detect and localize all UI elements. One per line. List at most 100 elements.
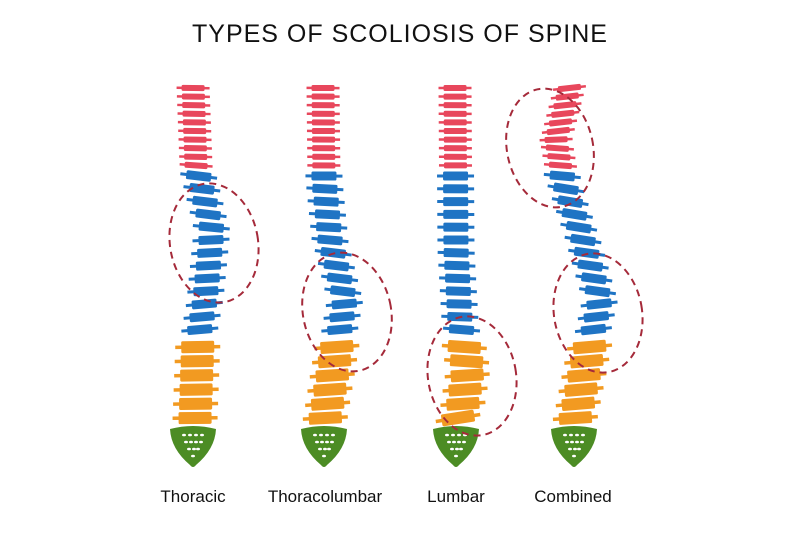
lumbar-vertebra: [552, 411, 598, 425]
thoracic-vertebra: [564, 233, 602, 247]
thoracic-vertebra: [191, 247, 229, 258]
cervical-vertebra: [177, 119, 211, 126]
cervical-vertebra: [306, 102, 340, 109]
cervical-vertebra: [552, 83, 587, 93]
cervical-vertebra: [541, 126, 575, 136]
thoracic-vertebra: [188, 273, 226, 284]
lumbar-vertebra: [302, 411, 348, 425]
thoracic-vertebra: [543, 170, 581, 182]
lumbar-vertebra: [174, 369, 220, 382]
thoracic-vertebra: [323, 311, 361, 323]
thoracic-vertebra: [192, 221, 230, 233]
lumbar-vertebra: [444, 354, 490, 369]
thoracic-vertebra: [437, 209, 475, 219]
thoracic-vertebra: [189, 260, 227, 271]
cervical-vertebra: [177, 102, 211, 109]
spine-thoracic: [168, 84, 260, 467]
curve-outline: [505, 87, 595, 209]
spine-label-lumbar: Lumbar: [427, 487, 485, 506]
cervical-vertebra: [306, 119, 340, 126]
thoracic-vertebra: [560, 220, 598, 234]
cervical-vertebra: [438, 153, 472, 160]
spine-lumbar: [426, 84, 518, 467]
thoracic-vertebra: [321, 324, 359, 336]
cervical-vertebra: [177, 110, 211, 117]
cervical-vertebra: [178, 127, 212, 135]
thoracic-vertebra: [571, 259, 609, 272]
lumbar-vertebra: [172, 411, 218, 425]
lumbar-vertebra: [173, 383, 219, 396]
cervical-vertebra: [179, 153, 213, 160]
thoracic-vertebra: [311, 234, 349, 246]
lumbar-vertebra: [314, 339, 360, 355]
thoracic-vertebra: [440, 299, 478, 309]
cervical-vertebra: [550, 92, 584, 101]
diagram-title: TYPES OF SCOLIOSIS OF SPINE: [192, 20, 608, 48]
thoracic-vertebra: [437, 235, 475, 245]
thoracic-vertebra: [308, 209, 346, 220]
cervical-vertebra: [306, 93, 340, 100]
lumbar-vertebra: [305, 396, 351, 411]
thoracic-vertebra: [324, 285, 362, 298]
lumbar-vertebra: [441, 340, 487, 354]
thoracic-vertebra: [317, 259, 355, 272]
cervical-vertebra: [307, 153, 341, 160]
thoracic-vertebra: [574, 323, 612, 336]
cervical-vertebra: [178, 136, 212, 143]
cervical-vertebra: [438, 110, 472, 117]
thoracic-vertebra: [555, 208, 593, 221]
thoracic-vertebra: [186, 195, 224, 208]
curve-outline: [301, 251, 393, 373]
lumbar-vertebra: [558, 382, 604, 397]
curve-outline: [168, 182, 260, 304]
lumbar-vertebra: [307, 382, 353, 397]
sacrum: [551, 426, 597, 467]
lumbar-vertebra: [564, 353, 610, 369]
spine-label-thoracic: Thoracic: [160, 487, 226, 506]
lumbar-vertebra: [309, 368, 355, 383]
thoracic-vertebra: [439, 286, 477, 297]
thoracic-vertebra: [181, 324, 219, 336]
cervical-vertebra: [438, 102, 472, 109]
thoracic-vertebra: [180, 170, 218, 182]
cervical-vertebra: [307, 136, 341, 143]
lumbar-vertebra: [175, 340, 221, 354]
lumbar-vertebra: [444, 368, 490, 383]
lumbar-vertebra: [442, 382, 488, 397]
thoracic-vertebra: [437, 184, 475, 194]
cervical-vertebra: [438, 136, 472, 143]
cervical-vertebra: [438, 84, 472, 92]
cervical-vertebra: [178, 145, 212, 152]
sacrum: [170, 426, 216, 467]
cervical-vertebra: [544, 118, 578, 127]
spine-thoracolumbar: [301, 84, 393, 467]
lumbar-vertebra: [174, 354, 220, 368]
thoracic-vertebra: [192, 234, 230, 246]
thoracic-vertebra: [437, 222, 475, 232]
cervical-vertebra: [438, 93, 472, 100]
thoracic-vertebra: [189, 208, 227, 221]
thoracic-vertebra: [310, 222, 348, 233]
thoracic-vertebra: [183, 311, 221, 323]
thoracic-vertebra: [439, 273, 477, 284]
lumbar-vertebra: [173, 397, 219, 411]
thoracic-vertebra: [187, 286, 225, 297]
spine-label-thoracolumbar: Thoracolumbar: [267, 487, 383, 506]
cervical-vertebra: [307, 145, 341, 152]
cervical-vertebra: [438, 119, 472, 126]
thoracic-vertebra: [577, 311, 615, 323]
cervical-vertebra: [548, 101, 582, 110]
thoracic-vertebra: [580, 298, 618, 310]
thoracic-vertebra: [442, 324, 481, 335]
thoracic-vertebra: [437, 248, 475, 258]
thoracic-vertebra: [437, 171, 475, 181]
lumbar-vertebra: [555, 396, 601, 412]
cervical-vertebra: [438, 127, 472, 135]
cervical-vertebra: [307, 162, 341, 169]
cervical-vertebra: [306, 84, 340, 92]
cervical-vertebra: [543, 161, 577, 170]
cervical-vertebra: [546, 109, 580, 118]
thoracic-vertebra: [325, 298, 363, 310]
thoracic-vertebra: [568, 246, 606, 259]
